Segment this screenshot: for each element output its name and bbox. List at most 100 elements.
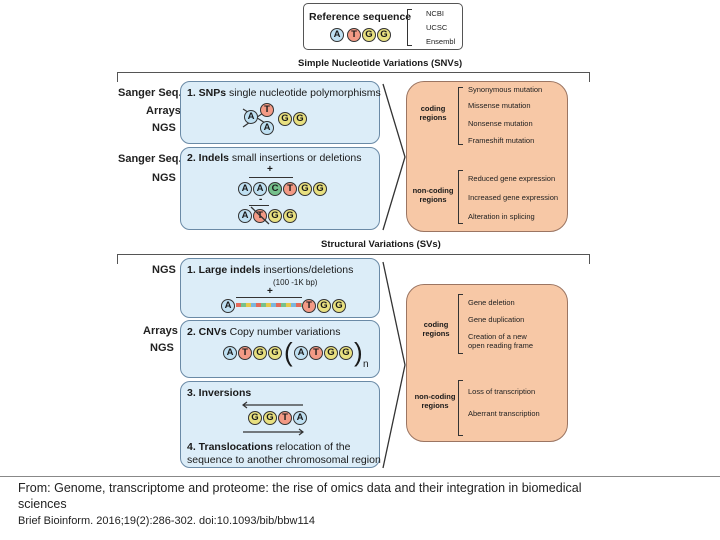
nucleotide-circle: A	[293, 411, 307, 425]
method-label: Arrays	[143, 325, 178, 337]
coding-bracket	[458, 87, 463, 145]
snp-title-bold: 1. SNPs	[187, 87, 227, 99]
method-label: Arrays	[146, 105, 181, 117]
translocation-title: 4. Translocations relocation of the	[187, 441, 350, 453]
nucleotide-circle: G	[278, 112, 292, 126]
nucleotide-circle: G	[377, 28, 391, 42]
nucleotide-circle: T	[260, 103, 274, 117]
large-indel-title: 1. Large indels insertions/deletions	[187, 264, 353, 276]
outcome-item: Increased gene expression	[468, 193, 559, 202]
outcome-item: Alteration in splicing	[468, 212, 535, 221]
cnv-title-rest: Copy number variations	[226, 326, 341, 338]
translocation-title-rest: relocation of the	[272, 441, 351, 453]
sv-divider-right	[589, 254, 590, 264]
nucleotide-circle: T	[283, 182, 297, 196]
caption-line: sciences	[18, 497, 67, 511]
reference-source: Ensembl	[426, 37, 456, 46]
nucleotide-circle: A	[238, 209, 252, 223]
reference-box: Reference sequence NCBI UCSC Ensembl A T…	[303, 3, 463, 50]
nucleotide-circle: A	[244, 110, 258, 124]
cnv-repeat-n: n	[363, 359, 369, 370]
noncoding-region-label: non-coding regions	[414, 392, 456, 410]
sv-divider-left	[117, 254, 118, 264]
nucleotide-circle: A	[223, 346, 237, 360]
outcome-item: Missense mutation	[468, 101, 531, 110]
snv-chevron-line	[382, 83, 406, 231]
nucleotide-circle: A	[294, 346, 308, 360]
outcome-item: Reduced gene expression	[468, 174, 556, 183]
reference-bracket	[407, 9, 412, 46]
sv-outcomes-box: coding regions Gene deletion Gene duplic…	[406, 284, 568, 442]
large-indel-size: (100 -1K bp)	[273, 278, 318, 287]
sv-chevron-line	[382, 261, 406, 469]
insertion-plus: +	[267, 164, 273, 175]
large-indel-box: 1. Large indels insertions/deletions (10…	[180, 258, 380, 318]
reference-source: NCBI	[426, 9, 444, 18]
outcome-item: Loss of transcription	[468, 387, 536, 396]
cnv-title: 2. CNVs Copy number variations	[187, 326, 341, 338]
translocation-title-bold: 4. Translocations	[187, 441, 273, 453]
outcome-item: Synonymous mutation	[468, 85, 543, 94]
nucleotide-circle: G	[339, 346, 353, 360]
inversion-arrowhead-top	[242, 401, 248, 409]
sv-divider	[117, 254, 590, 255]
nucleotide-circle: G	[253, 346, 267, 360]
nucleotide-circle: G	[248, 411, 262, 425]
nucleotide-circle: A	[330, 28, 344, 42]
nucleotide-circle: T	[278, 411, 292, 425]
nucleotide-circle: T	[347, 28, 361, 42]
coding-region-label: coding regions	[422, 320, 450, 338]
outcome-item: Gene duplication	[468, 315, 525, 324]
inversion-title-bold: 3. Inversions	[187, 387, 252, 399]
nucleotide-circle: G	[283, 209, 297, 223]
method-label: Sanger Seq.	[118, 153, 182, 165]
snv-divider	[117, 72, 590, 73]
nucleotide-circle: G	[332, 299, 346, 313]
reference-source: UCSC	[426, 23, 448, 32]
cnv-close-bracket: )	[354, 337, 363, 367]
indel-title-bold: 2. Indels	[187, 152, 230, 164]
inserted-segment	[236, 303, 302, 307]
nucleotide-circle: G	[293, 112, 307, 126]
nucleotide-circle: G	[263, 411, 277, 425]
nucleotide-circle: T	[309, 346, 323, 360]
nucleotide-circle: A	[253, 182, 267, 196]
deletion-strike	[250, 206, 270, 225]
inversion-arrowhead-bottom	[298, 428, 304, 436]
coding-region-label: coding regions	[419, 104, 447, 122]
indel-title-rest: small insertions or deletions	[229, 152, 362, 164]
snp-title: 1. SNPs single nucleotide polymorphisms	[187, 87, 381, 99]
nucleotide-circle: C	[268, 182, 282, 196]
snv-outcomes-box: coding regions Synonymous mutation Misse…	[406, 81, 568, 232]
nucleotide-circle: G	[317, 299, 331, 313]
sv-chevron	[382, 261, 406, 469]
nucleotide-circle: G	[298, 182, 312, 196]
nucleotide-circle: G	[268, 346, 282, 360]
nucleotide-circle: A	[238, 182, 252, 196]
noncoding-region-label: non-coding regions	[412, 186, 454, 204]
inversion-translocation-box: 3. Inversions G G T A 4. Translocations …	[180, 381, 381, 468]
outcome-item: Creation of a new	[468, 332, 527, 341]
nucleotide-circle: G	[324, 346, 338, 360]
insertion-bar	[249, 177, 293, 178]
noncoding-bracket	[458, 380, 463, 436]
method-label: Sanger Seq.	[118, 87, 182, 99]
snp-box: 1. SNPs single nucleotide polymorphisms …	[180, 81, 381, 144]
indel-title: 2. Indels small insertions or deletions	[187, 152, 362, 164]
translocation-line2: sequence to another chromosomal region	[187, 454, 381, 466]
outcome-item: Gene deletion	[468, 298, 515, 307]
snv-chevron	[382, 83, 406, 231]
outcome-item: open reading frame	[468, 341, 534, 350]
citation: Brief Bioinform. 2016;19(2):286-302. doi…	[18, 515, 315, 527]
deletion-bar	[249, 205, 269, 206]
inversion-arrows	[242, 401, 304, 436]
snv-divider-left	[117, 72, 118, 82]
method-label: NGS	[150, 342, 174, 354]
nucleotide-circle: T	[238, 346, 252, 360]
caption-divider	[0, 476, 720, 477]
snv-divider-right	[589, 72, 590, 82]
nucleotide-circle: G	[268, 209, 282, 223]
indel-box: 2. Indels small insertions or deletions …	[180, 147, 380, 230]
nucleotide-circle: A	[260, 121, 274, 135]
sv-heading: Structural Variations (SVs)	[321, 239, 441, 250]
